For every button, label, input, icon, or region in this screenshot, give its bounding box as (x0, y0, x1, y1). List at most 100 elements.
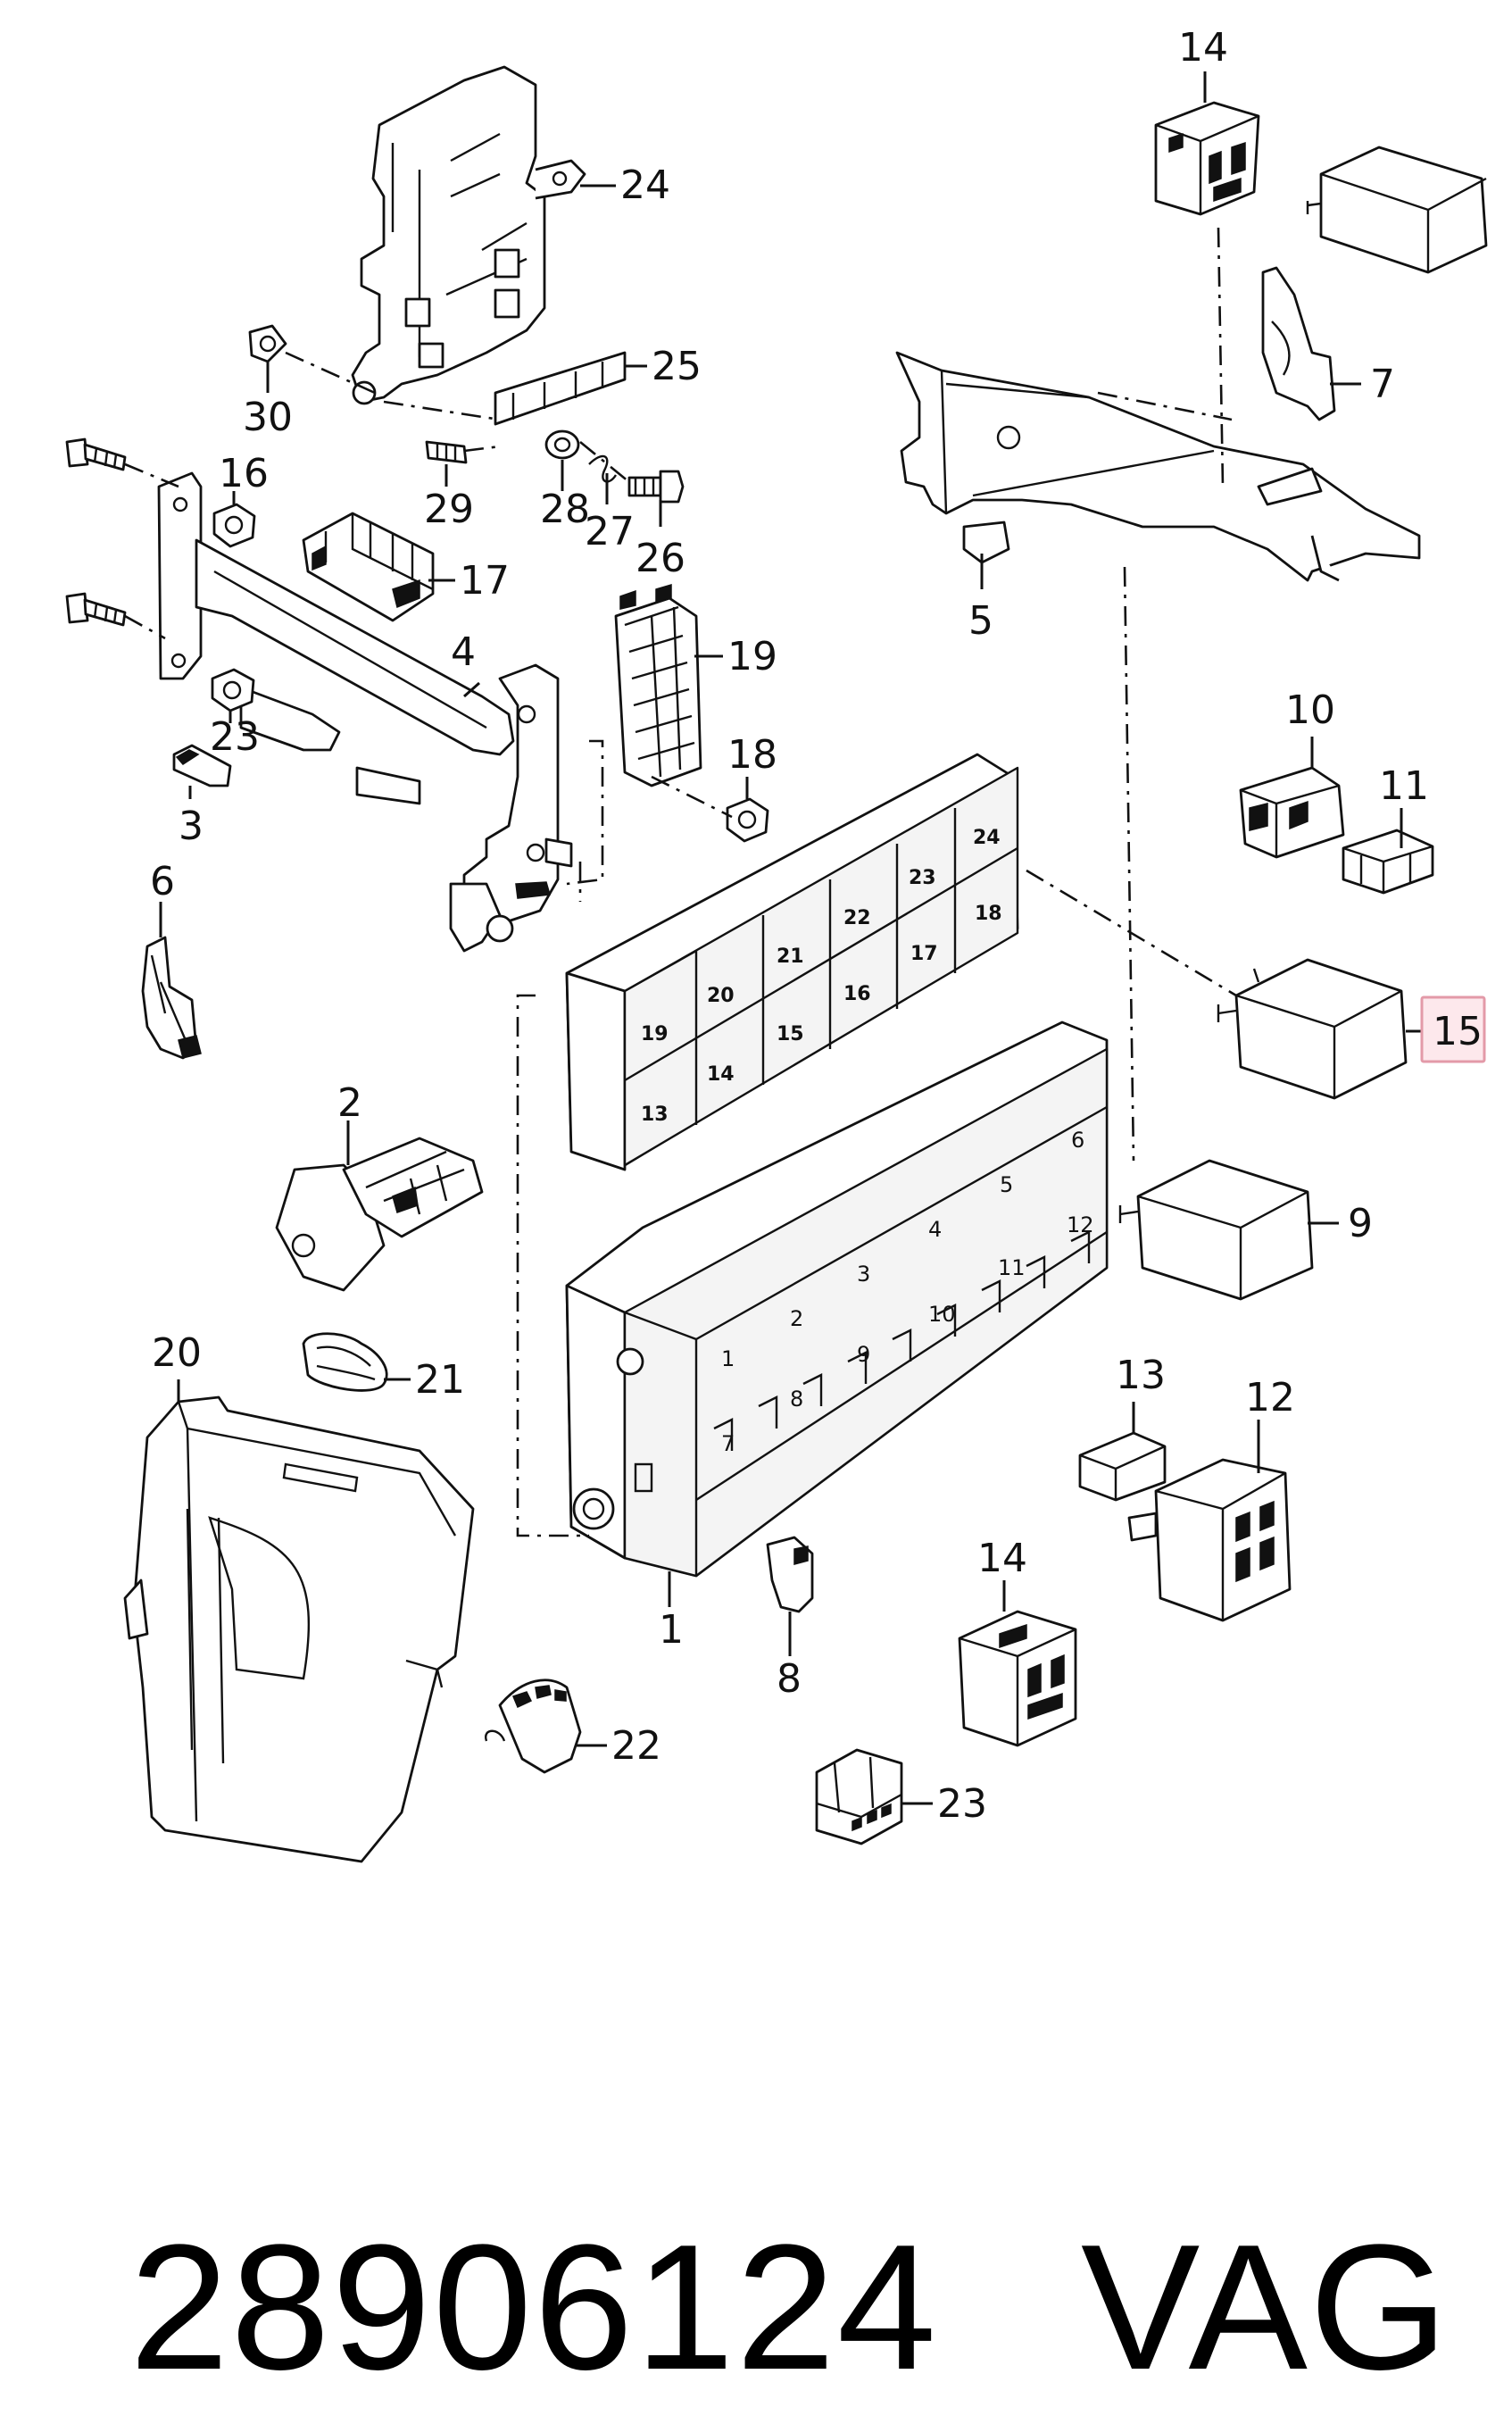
relay-top-right (1306, 146, 1488, 274)
part-21-clamp (302, 1332, 388, 1392)
fuse-slot-3: 3 (857, 1262, 870, 1287)
callout-2: 2 (337, 1080, 362, 1126)
relay-slot-16: 16 (843, 983, 871, 1005)
fuse-slot-labels: 1 2 3 4 5 6 7 8 9 10 11 12 (721, 1128, 1094, 1456)
callout-4: 4 (451, 629, 476, 675)
part-14-relay-socket-top (1154, 101, 1260, 216)
assembly-lines (124, 227, 1237, 1537)
callout-12: 12 (1245, 1375, 1295, 1420)
callout-23-bottom: 23 (937, 1781, 987, 1827)
part-24-bracket (351, 65, 586, 405)
fuse-slot-2: 2 (790, 1306, 803, 1331)
relay-slot-24: 24 (973, 827, 1001, 849)
fuse-slot-7: 7 (721, 1431, 735, 1456)
part-29-screw (425, 440, 468, 464)
callout-9: 9 (1348, 1201, 1373, 1246)
relay-slot-14: 14 (707, 1063, 735, 1086)
part-23-nut (211, 668, 255, 712)
part-22-clip (485, 1678, 582, 1774)
fuse-slot-1: 1 (721, 1346, 735, 1371)
part-6-hook (141, 936, 202, 1060)
relay-slot-17: 17 (910, 943, 938, 965)
callout-8: 8 (777, 1656, 802, 1702)
fuse-slot-12: 12 (1067, 1212, 1094, 1237)
callout-6: 6 (150, 859, 175, 904)
callout-14-bottom: 14 (977, 1536, 1027, 1581)
callout-15-highlight-box (1420, 995, 1486, 1063)
callout-30: 30 (243, 395, 293, 440)
part-9-relay (1118, 1159, 1314, 1301)
callout-5: 5 (968, 598, 993, 644)
callout-23-left: 23 (210, 714, 260, 760)
part-1-central-electrics-block (565, 1020, 1109, 1578)
part-26-bolt (627, 470, 685, 504)
screw-top-left (65, 437, 127, 471)
relay-slot-labels: 13 14 15 16 17 18 19 20 21 22 23 24 (641, 827, 1002, 1126)
screw-mid-left (65, 592, 127, 627)
relay-slot-22: 22 (843, 907, 871, 929)
part-18-nut (726, 797, 769, 843)
part-28-washer (544, 429, 580, 460)
callout-1: 1 (659, 1607, 684, 1653)
callout-22: 22 (611, 1723, 661, 1769)
callout-24: 24 (620, 162, 670, 208)
part-17-connector (302, 512, 435, 622)
callout-15: 15 (1433, 1009, 1483, 1054)
part-number-footer: 28906124 VAG (27, 1960, 1491, 2407)
part-14-relay-socket-bottom (958, 1610, 1077, 1747)
callout-26: 26 (636, 536, 685, 581)
callout-21: 21 (415, 1357, 465, 1403)
leader-lines (159, 71, 1424, 1805)
exploded-parts-diagram: 13 14 15 16 17 18 19 20 21 22 23 24 1 2 … (65, 25, 1488, 1863)
part-11-connector (1342, 829, 1434, 895)
callout-13: 13 (1116, 1353, 1166, 1398)
relay-slot-15: 15 (777, 1023, 804, 1045)
part-30-clip (248, 324, 287, 363)
callout-3: 3 (179, 804, 204, 849)
fuse-slot-11: 11 (998, 1255, 1026, 1280)
callout-17: 17 (460, 558, 510, 604)
callout-labels: 1 2 3 4 5 6 7 8 9 10 11 12 13 14 14 15 1… (150, 25, 1486, 1827)
part-25-strip (494, 351, 627, 426)
part-15-relay (1217, 958, 1408, 1100)
callout-27: 27 (585, 509, 635, 554)
callout-18: 18 (727, 732, 777, 778)
part-4-carrier-frame (157, 471, 573, 953)
part-2-holder (275, 1137, 484, 1292)
part-20-cover (123, 1395, 475, 1863)
relay-slot-13: 13 (641, 1104, 669, 1126)
part-5-carrier-plate (895, 351, 1421, 582)
part-8-clip (766, 1536, 814, 1613)
relay-slot-23: 23 (909, 867, 936, 889)
relay-slot-19: 19 (641, 1023, 669, 1045)
callout-28: 28 (540, 487, 590, 532)
callout-7: 7 (1370, 362, 1395, 407)
callout-14-top: 14 (1178, 25, 1228, 71)
part-7-bracket-clip (1261, 266, 1336, 421)
fuse-slot-8: 8 (790, 1387, 803, 1412)
part-3-clip (172, 744, 232, 787)
brand-name: VAG (1080, 2208, 1450, 2407)
part-27-spring (588, 454, 618, 483)
fuse-slot-10: 10 (928, 1302, 956, 1327)
callout-25: 25 (652, 344, 702, 389)
fuse-slot-9: 9 (857, 1342, 870, 1367)
part-23-connector (815, 1748, 903, 1845)
callout-11: 11 (1379, 763, 1429, 809)
relay-board (565, 753, 1019, 1171)
callout-16: 16 (219, 451, 269, 496)
part-number: 28906124 (129, 2208, 938, 2407)
callout-29: 29 (424, 487, 474, 532)
part-13-connector (1078, 1431, 1167, 1502)
part-10-relay-base (1239, 766, 1345, 859)
relay-slot-21: 21 (777, 945, 804, 968)
fuse-slot-4: 4 (928, 1217, 942, 1242)
relay-slot-18: 18 (975, 903, 1002, 925)
part-12-relay-socket (1127, 1458, 1292, 1622)
callout-10: 10 (1285, 687, 1335, 733)
part-19-fuse-strip (614, 583, 702, 787)
callout-20: 20 (152, 1330, 202, 1376)
fuse-slot-5: 5 (1000, 1172, 1013, 1197)
callout-19: 19 (727, 634, 777, 679)
part-16-nut (212, 503, 256, 548)
